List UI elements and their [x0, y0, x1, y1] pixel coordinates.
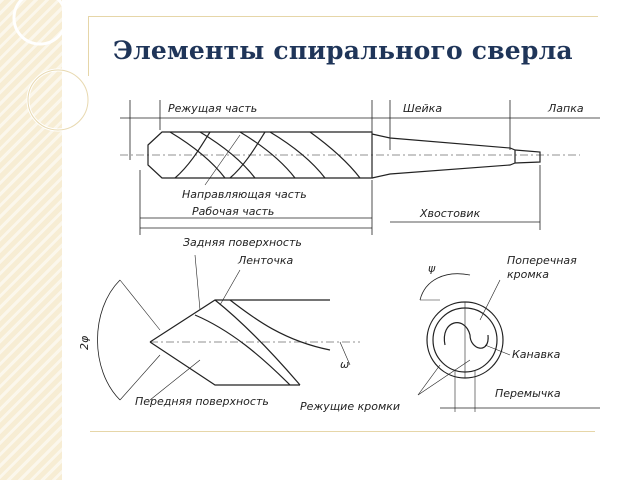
bottom-rule [90, 431, 595, 432]
decorative-stripes [0, 0, 62, 480]
label-working-part: Рабочая часть [192, 205, 274, 218]
label-web: Перемычка [495, 387, 561, 400]
label-tang: Лапка [547, 102, 584, 115]
label-angle-psi: ψ [428, 262, 436, 275]
drill-side-view [120, 100, 600, 235]
drill-cross-section [417, 273, 600, 412]
label-cutting-part: Режущая часть [168, 102, 257, 115]
label-land: Ленточка [237, 254, 294, 267]
label-guide-part: Направляющая часть [182, 188, 307, 201]
label-angle-omega: ω [340, 358, 349, 371]
slide-title: Элементы спирального сверла [113, 36, 573, 65]
label-front-surface: Передняя поверхность [135, 395, 269, 408]
drill-point-view [97, 254, 360, 401]
label-cutting-edges: Режущие кромки [300, 400, 400, 413]
label-transverse-edge-2: кромка [507, 268, 549, 281]
top-rule [88, 16, 598, 17]
label-shank: Хвостовик [419, 207, 481, 220]
label-angle-2phi: 2φ [78, 335, 91, 350]
label-neck: Шейка [403, 102, 442, 115]
side-rule [88, 16, 89, 76]
decorative-side-band [0, 0, 62, 480]
decorative-circles [12, 0, 90, 132]
label-back-surface: Задняя поверхность [183, 236, 302, 249]
label-transverse-edge-1: Поперечная [507, 254, 577, 267]
label-flute: Канавка [512, 348, 561, 361]
